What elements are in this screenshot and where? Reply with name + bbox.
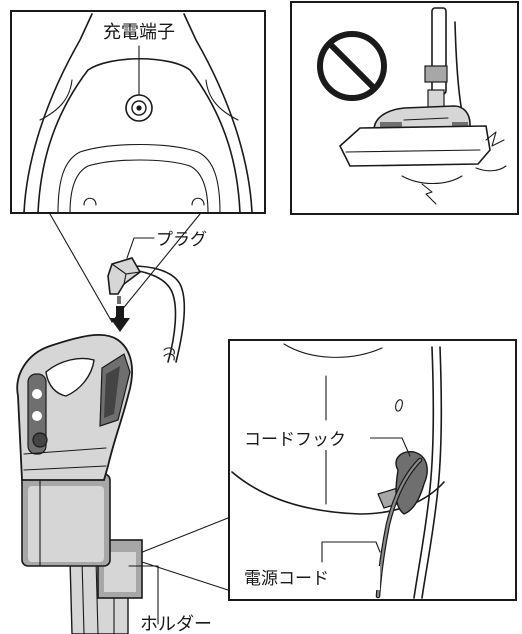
- holder-zoom-lines: [140, 518, 228, 590]
- cord-hook-label: コードフック: [244, 430, 346, 450]
- charger-body: [17, 335, 132, 566]
- holder-label: ホルダー: [140, 614, 212, 634]
- arrow-down-icon: [110, 306, 130, 332]
- plug-label: プラグ: [156, 230, 207, 250]
- cord-hook-panel: コードフック 電源コード: [229, 340, 516, 600]
- plug-assembly: プラグ: [108, 230, 207, 362]
- warning-panel: [291, 2, 518, 214]
- charging-terminal-panel: 充電端子: [11, 11, 265, 213]
- power-cord-label: 電源コード: [244, 569, 329, 589]
- terminal-pin: [136, 105, 141, 110]
- charging-terminal-label: 充電端子: [103, 22, 175, 43]
